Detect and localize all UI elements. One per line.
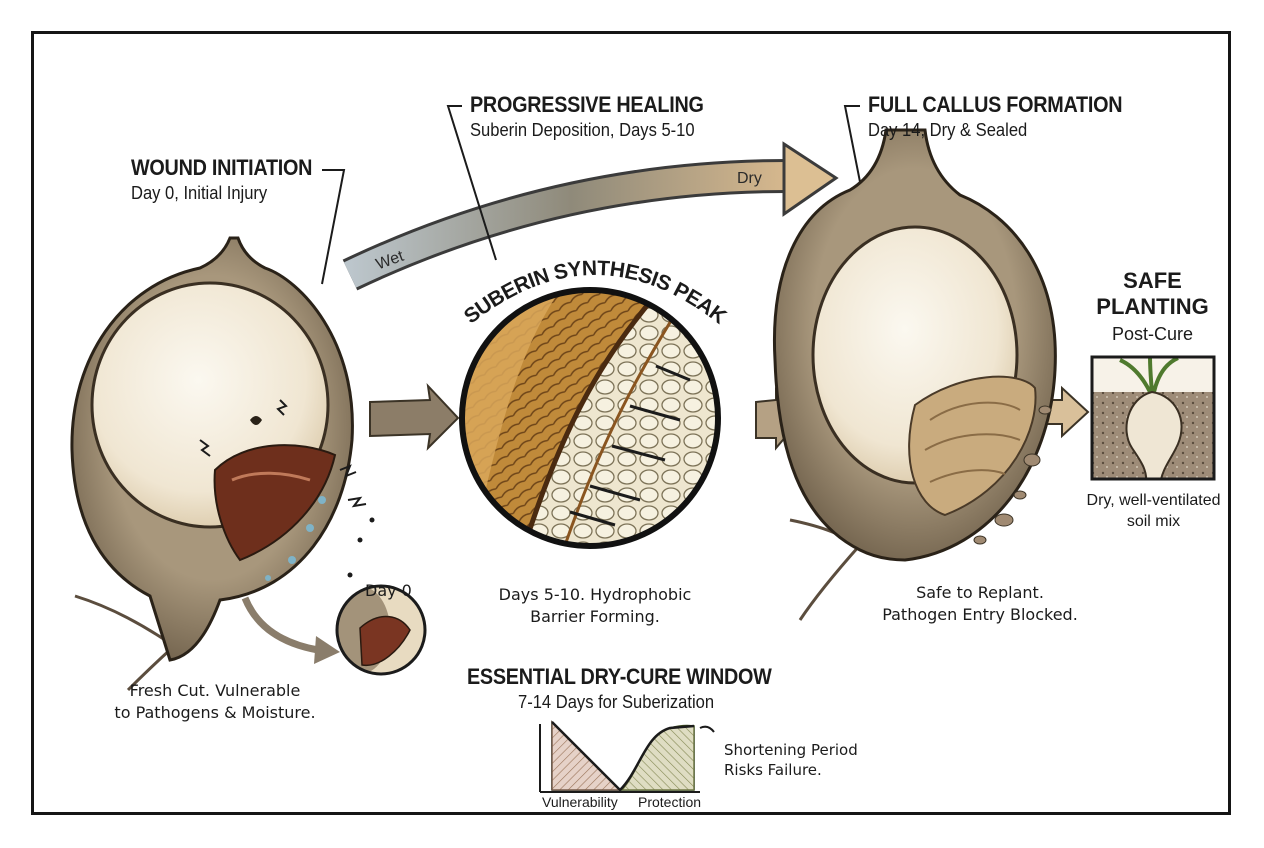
stage1-caption-line1: Fresh Cut. Vulnerable	[129, 681, 301, 700]
stage3-subtitle: Day 14, Dry & Sealed	[868, 120, 1028, 140]
stage2-title: PROGRESSIVE HEALING	[470, 92, 704, 117]
stage4-title-line2: PLANTING	[1096, 294, 1209, 319]
wounded-tuber	[70, 236, 375, 692]
stage1-subtitle: Day 0, Initial Injury	[131, 183, 268, 203]
wet-to-dry-arrow	[343, 161, 793, 288]
suberin-lens	[459, 287, 721, 549]
stage2-caption-line1: Days 5-10. Hydrophobic	[498, 585, 692, 604]
stage1-caption: Fresh Cut. Vulnerable to Pathogens & Moi…	[95, 680, 335, 724]
window-label-left: Vulnerability	[542, 794, 618, 810]
stage2-subtitle: Suberin Deposition, Days 5-10	[470, 120, 695, 140]
suberin-peak-arc-label: SUBERIN SYNTHESIS PEAK	[460, 257, 731, 325]
window-note-line2: Risks Failure.	[724, 761, 822, 779]
planting-box	[1090, 355, 1216, 481]
stage2-caption: Days 5-10. Hydrophobic Barrier Forming.	[490, 584, 700, 628]
svg-text:SUBERIN SYNTHESIS PEAK: SUBERIN SYNTHESIS PEAK	[460, 257, 731, 325]
stage3-caption-line1: Safe to Replant.	[916, 583, 1044, 602]
window-note: Shortening Period Risks Failure.	[724, 740, 858, 780]
stage3-caption-line2: Pathogen Entry Blocked.	[882, 605, 1078, 624]
stage4-caption-line2: soil mix	[1126, 513, 1181, 530]
stage4-caption: Dry, well-ventilated soil mix	[1076, 490, 1231, 532]
callused-tuber	[772, 128, 1057, 621]
window-note-line1: Shortening Period	[724, 741, 858, 759]
stage4-title: SAFE PLANTING	[1090, 268, 1215, 320]
window-title: ESSENTIAL DRY-CURE WINDOW	[467, 664, 772, 689]
inset-pointer-arrow	[241, 596, 319, 654]
flow-arrow-1	[369, 383, 460, 451]
stage4-subtitle: Post-Cure	[1111, 324, 1194, 344]
inset-day0-label: Day 0	[365, 581, 412, 600]
stage2-caption-line2: Barrier Forming.	[530, 607, 660, 626]
dry-cure-window-chart	[539, 720, 715, 793]
stage4-caption-line1: Dry, well-ventilated	[1086, 492, 1221, 509]
stage1-caption-line2: to Pathogens & Moisture.	[114, 703, 316, 722]
stage4-title-line1: SAFE	[1123, 268, 1182, 293]
window-subtitle: 7-14 Days for Suberization	[518, 692, 715, 712]
stage3-title: FULL CALLUS FORMATION	[868, 92, 1123, 117]
stage1-title: WOUND INITIATION	[131, 155, 313, 180]
dry-label: Dry	[737, 170, 762, 187]
stage3-caption: Safe to Replant. Pathogen Entry Blocked.	[855, 582, 1105, 626]
day0-inset	[335, 584, 427, 676]
window-label-right: Protection	[638, 794, 702, 810]
